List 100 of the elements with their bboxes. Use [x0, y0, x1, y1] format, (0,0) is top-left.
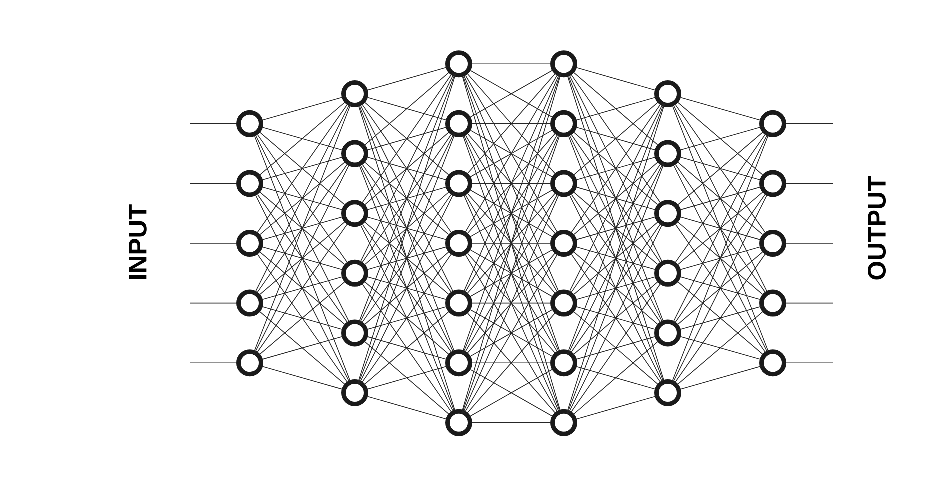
connection-line — [364, 282, 450, 355]
connection-line — [677, 126, 764, 152]
connection-line — [360, 225, 454, 412]
connection-line — [571, 160, 661, 238]
connection-line — [573, 395, 659, 420]
connection-line — [672, 132, 769, 324]
connection-line — [472, 243, 551, 244]
connection-line — [362, 104, 452, 233]
connection-line — [576, 366, 656, 390]
connection-line — [569, 222, 663, 356]
connection-line — [674, 165, 768, 352]
node-circle — [760, 230, 786, 257]
connection-line — [569, 102, 663, 236]
connection-line — [678, 102, 764, 176]
connection-line — [568, 76, 664, 381]
connection-line — [680, 97, 760, 121]
node-circle — [550, 50, 578, 78]
connection-line — [568, 136, 664, 381]
connection-line — [362, 164, 452, 293]
node-circle — [342, 320, 368, 347]
input-line — [190, 302, 237, 304]
connection-line — [570, 136, 662, 322]
connection-line — [368, 276, 446, 300]
connection-line — [567, 162, 665, 414]
connection-line — [677, 366, 764, 391]
connection-line — [260, 192, 346, 266]
connection-line — [569, 162, 663, 296]
node-circle — [446, 409, 472, 436]
connection-line — [259, 96, 346, 122]
connection-line — [680, 276, 760, 300]
node-circle — [446, 110, 472, 138]
node-circle — [446, 350, 472, 377]
connection-line — [254, 102, 351, 295]
connection-line — [255, 102, 350, 236]
node-circle — [446, 170, 472, 198]
input-line — [190, 243, 237, 244]
node-circle — [654, 80, 682, 108]
connection-line — [672, 192, 769, 384]
node-circle — [236, 230, 264, 257]
node-circle — [236, 350, 264, 377]
connection-line — [567, 103, 665, 354]
input-line — [190, 362, 237, 364]
node-circle — [342, 140, 368, 168]
input-line — [190, 183, 237, 184]
connection-line — [364, 186, 450, 212]
connection-line — [257, 160, 348, 238]
connection-line — [364, 162, 450, 236]
connection-line — [256, 136, 350, 322]
node-circle — [654, 200, 682, 228]
connection-line — [359, 132, 455, 324]
connection-line — [675, 190, 766, 268]
node-circle — [342, 80, 368, 108]
connection-line — [257, 100, 348, 178]
connection-line — [254, 162, 351, 354]
connection-line — [368, 157, 446, 180]
node-circle — [446, 50, 472, 78]
connection-line — [364, 342, 450, 414]
node-circle — [236, 110, 264, 138]
connection-line — [671, 133, 770, 384]
connection-line — [259, 276, 346, 301]
connection-line — [255, 162, 350, 296]
connection-line — [673, 192, 768, 326]
connection-line — [362, 224, 452, 352]
connection-line — [364, 102, 450, 176]
connection-line — [571, 339, 661, 417]
node-circle — [654, 260, 682, 287]
node-circle — [760, 110, 786, 138]
connection-line — [257, 220, 348, 298]
connection-line — [571, 254, 661, 382]
connection-line — [360, 72, 454, 206]
connection-line — [574, 312, 658, 385]
connection-line — [576, 127, 656, 150]
node-circle — [760, 170, 786, 198]
node-circle — [550, 290, 578, 317]
connection-line — [573, 216, 659, 242]
connection-line — [368, 396, 446, 420]
connection-line — [678, 282, 764, 355]
node-circle — [760, 350, 786, 377]
node-circle — [654, 320, 682, 347]
connection-line — [260, 252, 346, 325]
connection-line — [358, 73, 456, 384]
connection-line — [574, 252, 658, 325]
side-label: INPUT — [129, 204, 147, 280]
connection-line — [574, 132, 658, 206]
connection-line — [678, 222, 764, 295]
node-circle — [236, 170, 264, 198]
connection-line — [260, 132, 346, 206]
connection-line — [364, 126, 450, 152]
connection-line — [675, 104, 766, 233]
output-line — [786, 243, 834, 244]
connection-line — [359, 166, 455, 411]
node-circle — [342, 260, 368, 287]
connection-line — [571, 280, 661, 357]
connection-line — [673, 251, 768, 386]
output-line — [786, 362, 834, 364]
connection-line — [568, 102, 664, 295]
connection-line — [362, 70, 452, 148]
connection-line — [678, 162, 764, 236]
connection-line — [253, 103, 352, 354]
connection-line — [677, 246, 764, 271]
